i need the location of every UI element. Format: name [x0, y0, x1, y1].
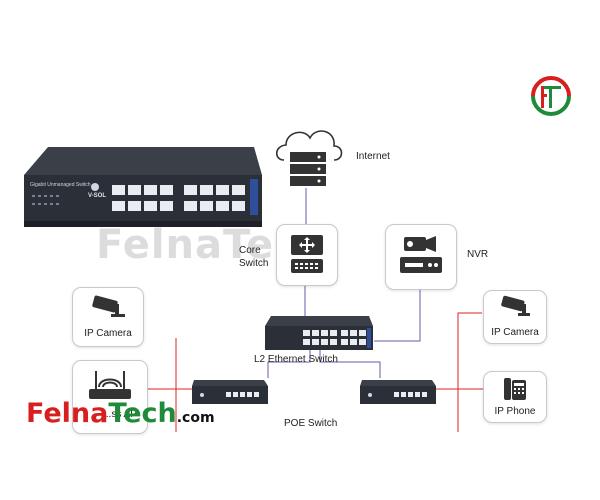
core-switch-node	[276, 224, 338, 286]
nvr-label: NVR	[467, 249, 489, 260]
wireless-ap-label: ...ss AP	[103, 409, 137, 420]
wire-l2-poe-left	[267, 350, 311, 378]
nvr-node	[385, 224, 457, 290]
ip-camera-left-node: IP Camera	[72, 287, 144, 347]
ip-camera-right-label: IP Camera	[491, 327, 539, 338]
core-switch-label-line1: Core	[239, 245, 261, 256]
core-switch-label-line2: Switch	[239, 258, 269, 269]
camera-icon	[92, 295, 125, 317]
wireless-ap-node: ...ss AP	[72, 360, 148, 434]
phone-icon	[504, 378, 526, 400]
wireless-router-icon	[89, 371, 131, 399]
poe-switch-label: POE Switch	[284, 418, 338, 429]
ip-phone-label: IP Phone	[494, 406, 536, 417]
hero-switch-model-text: Gigabit Unmanaged Switch	[30, 182, 91, 188]
brand-part-tech: Tech	[108, 398, 177, 429]
brand-part-com: .com	[176, 410, 215, 426]
core-switch-icon	[291, 235, 323, 273]
hero-switch-brand: V-SOL	[88, 193, 107, 199]
ip-phone-node: IP Phone	[483, 371, 547, 423]
l2-switch-label: L2 Ethernet Switch	[254, 354, 338, 365]
internet-label: Internet	[356, 151, 390, 162]
wire-poe-camera-right	[457, 312, 482, 432]
poe-switch-left-image	[192, 380, 268, 404]
wire-nvr-l2	[374, 290, 421, 342]
nvr-icon	[400, 236, 442, 273]
camera-icon	[501, 295, 530, 316]
felnatech-logo	[531, 76, 571, 116]
wire-l2-poe-right	[319, 350, 381, 378]
ip-camera-right-node: IP Camera	[483, 290, 547, 344]
ip-camera-left-label: IP Camera	[84, 328, 132, 339]
internet-cloud-icon	[275, 130, 343, 186]
l2-ethernet-switch-image	[265, 316, 373, 350]
brand-part-felna: Felna	[26, 398, 109, 429]
felnatech-brand-text: FelnaTech.com	[26, 398, 215, 429]
poe-switch-right-image	[360, 380, 436, 404]
hero-switch-image	[24, 147, 262, 227]
